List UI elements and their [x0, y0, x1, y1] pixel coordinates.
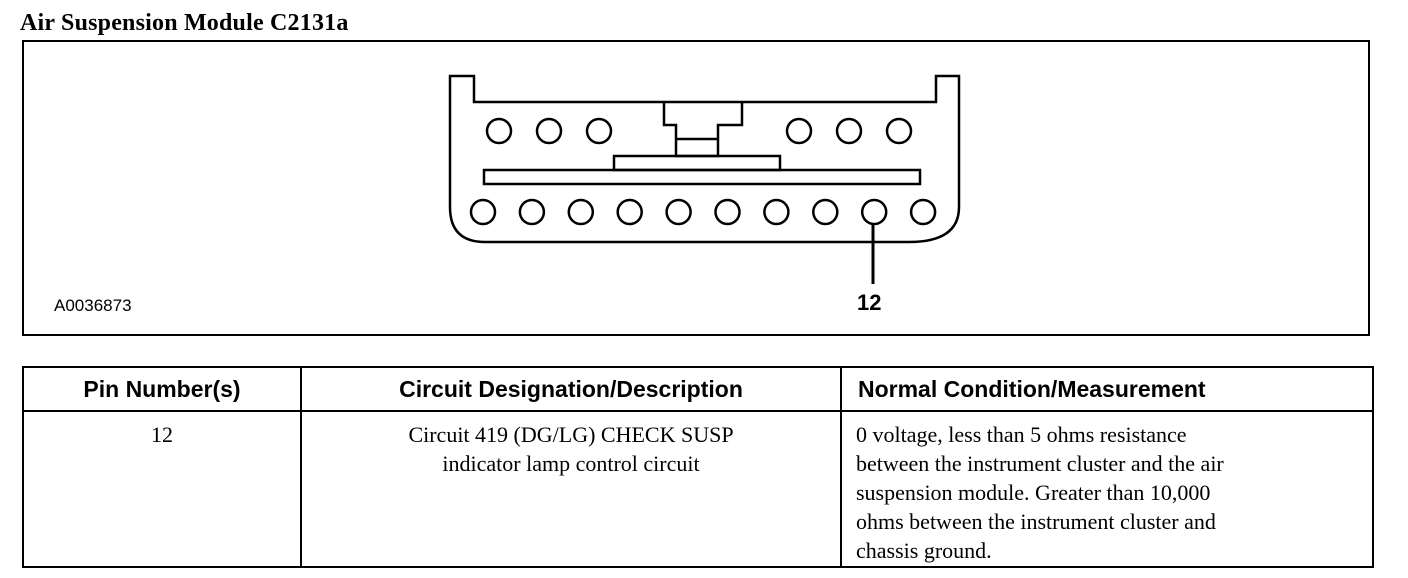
pin-hole-bottom: [665, 198, 692, 226]
table-row: 12 Circuit 419 (DG/LG) CHECK SUSP indica…: [22, 410, 1374, 568]
circuit-line: Circuit 419 (DG/LG) CHECK SUSP: [408, 422, 734, 447]
measurement-line: chassis ground.: [856, 538, 992, 563]
pin-hole-top-left: [585, 117, 613, 145]
pin-hole-bottom: [909, 198, 937, 226]
pin-hole-bottom: [763, 198, 790, 226]
connector-diagram: [448, 74, 961, 284]
circuit-line: indicator lamp control circuit: [442, 451, 700, 476]
pin-hole-bottom: [567, 198, 595, 226]
measurement-line: ohms between the instrument cluster and: [856, 509, 1216, 534]
connector-key: [612, 154, 782, 172]
connector-housing: [448, 74, 961, 244]
pin-hole-bottom: [812, 198, 839, 226]
pin-12-label: 12: [857, 290, 882, 315]
cell-circuit: Circuit 419 (DG/LG) CHECK SUSP indicator…: [300, 410, 842, 568]
pin-hole-12: [860, 198, 888, 226]
pin-table: Pin Number(s) Circuit Designation/Descri…: [22, 366, 1374, 568]
pin-holes: [469, 117, 937, 226]
pin-hole-top-left: [485, 117, 513, 145]
measurement-line: suspension module. Greater than 10,000: [856, 480, 1211, 505]
connector-figure: A0036873 12: [22, 40, 1370, 336]
header-measurement: Normal Condition/Measurement: [840, 366, 1374, 412]
cell-measurement: 0 voltage, less than 5 ohms resistance b…: [840, 410, 1374, 568]
pin-hole-bottom: [518, 198, 546, 226]
connector-latch: [662, 102, 744, 158]
header-circuit: Circuit Designation/Description: [300, 366, 842, 412]
pin-hole-top-right: [785, 117, 813, 145]
measurement-line: between the instrument cluster and the a…: [856, 451, 1224, 476]
pin-hole-bottom: [714, 198, 741, 226]
table-header-row: Pin Number(s) Circuit Designation/Descri…: [22, 366, 1374, 412]
pin-hole-bottom: [469, 198, 497, 226]
figure-id: A0036873: [54, 296, 132, 315]
connector-rail: [482, 168, 922, 186]
cell-pin-number: 12: [22, 410, 302, 568]
page-title: Air Suspension Module C2131a: [20, 10, 349, 36]
pin-hole-top-left: [535, 117, 563, 145]
header-pin-number: Pin Number(s): [22, 366, 302, 412]
pin-hole-top-right: [835, 117, 863, 145]
pin-hole-top-right: [885, 117, 913, 145]
pin-hole-bottom: [616, 198, 643, 226]
measurement-line: 0 voltage, less than 5 ohms resistance: [856, 422, 1187, 447]
